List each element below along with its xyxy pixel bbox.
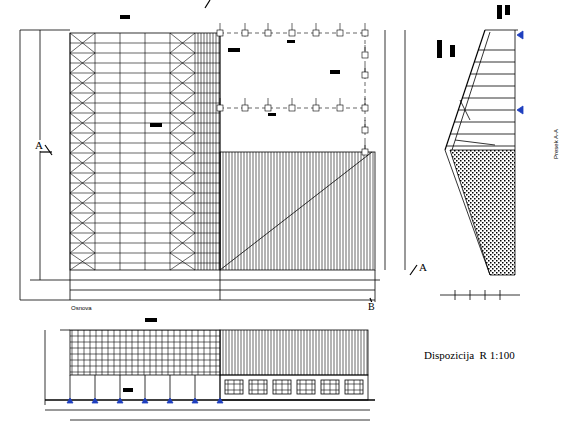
section-marker: A <box>34 140 44 151</box>
structural-grid <box>70 23 368 270</box>
elevation <box>45 330 375 420</box>
floor-plan <box>20 0 417 310</box>
label-tags <box>120 5 510 392</box>
section-marker: A <box>418 262 428 273</box>
view-title: Osnova <box>70 305 93 311</box>
section-marker: B <box>367 302 376 312</box>
view-title: Presek A-A <box>553 128 559 160</box>
sheet-title: Dispozicija R 1:100 <box>423 350 516 361</box>
section <box>440 30 523 300</box>
